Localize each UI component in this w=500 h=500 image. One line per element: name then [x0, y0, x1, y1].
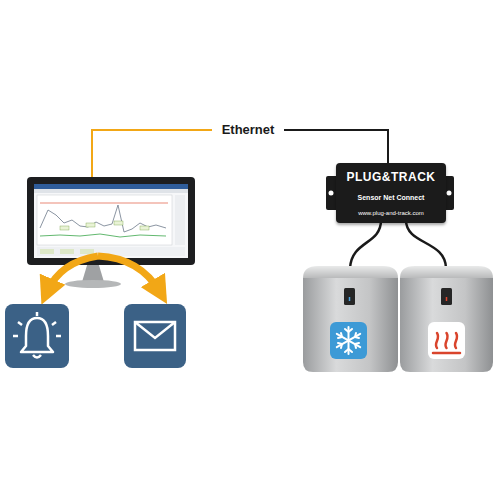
unit-body [400, 278, 493, 372]
gateway-device: PLUG&TRACK Sensor Net Connect www.plug-and… [336, 163, 446, 223]
unit-lid [303, 266, 398, 278]
panel-item [40, 249, 54, 254]
bell-ray [36, 312, 39, 316]
device-url: www.plug-and-track.com [336, 210, 446, 217]
chart-area [37, 195, 172, 245]
sensor-cable [406, 220, 446, 268]
icon-tile [5, 304, 69, 368]
unit-switch [441, 288, 452, 305]
chart-tag [114, 221, 123, 225]
panel-item [60, 249, 74, 254]
bell-ray [52, 322, 56, 325]
mounting-hole [447, 191, 452, 196]
device-name: Sensor Net Connect [336, 194, 446, 202]
freezer-unit [303, 266, 398, 372]
envelope-symbol [135, 322, 175, 350]
chart-tag [60, 226, 69, 230]
heater-unit [400, 266, 493, 372]
sensor-cable [350, 220, 381, 268]
brand-name: PLUG&TRACK [336, 171, 446, 184]
chart-tag [140, 226, 149, 230]
bell-ray [13, 335, 18, 338]
heat-tile [428, 322, 465, 359]
ethernet-wire [284, 130, 388, 165]
envelope-flap [135, 322, 175, 338]
panel-item [80, 249, 94, 254]
alert-arrow [98, 256, 160, 292]
switch-led [349, 297, 351, 301]
ethernet-wire [92, 130, 212, 180]
icon-tile [124, 304, 186, 368]
chart-tag [86, 223, 95, 227]
chart-line [40, 205, 166, 232]
cold-tile [330, 322, 367, 359]
monitor [27, 177, 195, 288]
bell-ray [18, 322, 22, 325]
monitor-screen [34, 184, 188, 258]
window-titlebar [34, 184, 188, 189]
switch-led [446, 297, 448, 301]
monitor-base [65, 280, 121, 288]
bell-ray [56, 335, 61, 338]
side-panel [175, 195, 185, 245]
heat-symbol [433, 333, 460, 353]
window-toolbar [34, 189, 188, 193]
unit-lid [400, 266, 493, 278]
unit-body [303, 278, 398, 372]
unit-switch [344, 288, 355, 305]
chart-line [40, 234, 166, 237]
mounting-hole [329, 191, 334, 196]
email-icon [124, 304, 186, 368]
connection-label: Ethernet [212, 122, 284, 138]
snowflake-symbol [337, 327, 360, 354]
alert-arrow [47, 256, 98, 292]
bell-symbol [21, 318, 53, 352]
monitor-bezel [27, 177, 195, 265]
alarm-icon [5, 304, 69, 368]
bell-clapper [33, 355, 41, 358]
threshold-line [40, 203, 168, 204]
